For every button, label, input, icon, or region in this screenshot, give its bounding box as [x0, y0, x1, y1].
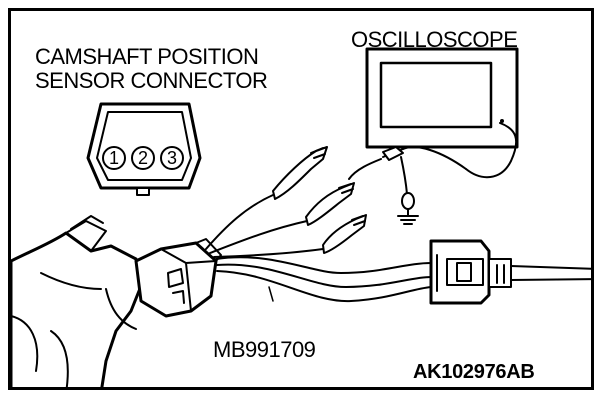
oscilloscope-icon — [365, 47, 519, 179]
diagram-frame: CAMSHAFT POSITION SENSOR CONNECTOR OSCIL… — [8, 8, 594, 390]
diagram-artwork — [11, 47, 591, 387]
harness-connector-icon — [429, 239, 591, 305]
connector-pin-3: 3 — [166, 148, 177, 168]
figure-code: AK102976AB — [413, 361, 535, 383]
alligator-clips — [272, 146, 367, 254]
camshaft-sensor-body — [11, 215, 222, 387]
harness-wires — [205, 194, 432, 303]
connector-label-line1: CAMSHAFT POSITION — [35, 44, 259, 69]
connector-pin-2: 2 — [137, 148, 148, 168]
tool-label: MB991709 — [213, 337, 316, 362]
sensor-connector-icon — [86, 102, 202, 196]
connector-label-line2: SENSOR CONNECTOR — [35, 68, 268, 93]
connector-pin-1: 1 — [108, 148, 119, 168]
oscilloscope-label: OSCILLOSCOPE — [351, 27, 518, 52]
probe-leads — [348, 146, 467, 225]
